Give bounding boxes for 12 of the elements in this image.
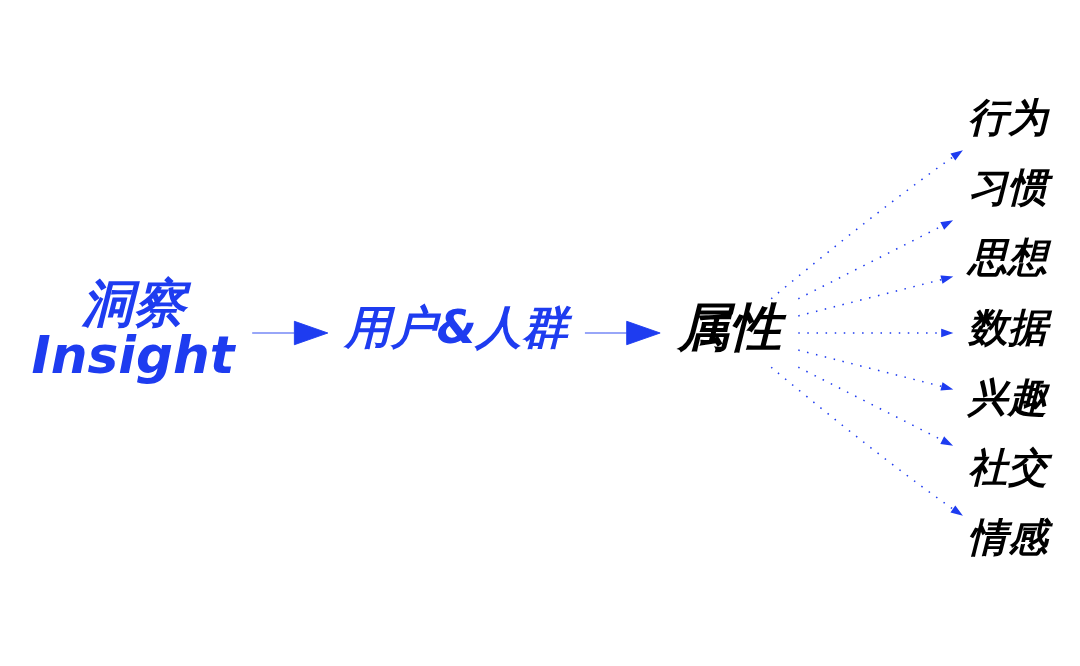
arrow <box>251 320 329 346</box>
node-text: 兴趣 <box>967 373 1048 420</box>
arrow <box>770 366 963 516</box>
arrow <box>797 366 954 446</box>
arrow <box>797 328 954 338</box>
arrow <box>797 349 954 391</box>
arrow <box>797 275 954 317</box>
arrow <box>584 320 661 346</box>
arrow <box>770 150 963 300</box>
node-text: 洞察 Insight <box>31 273 235 385</box>
node-text: 行为 <box>967 94 1048 141</box>
arrow <box>797 220 954 300</box>
